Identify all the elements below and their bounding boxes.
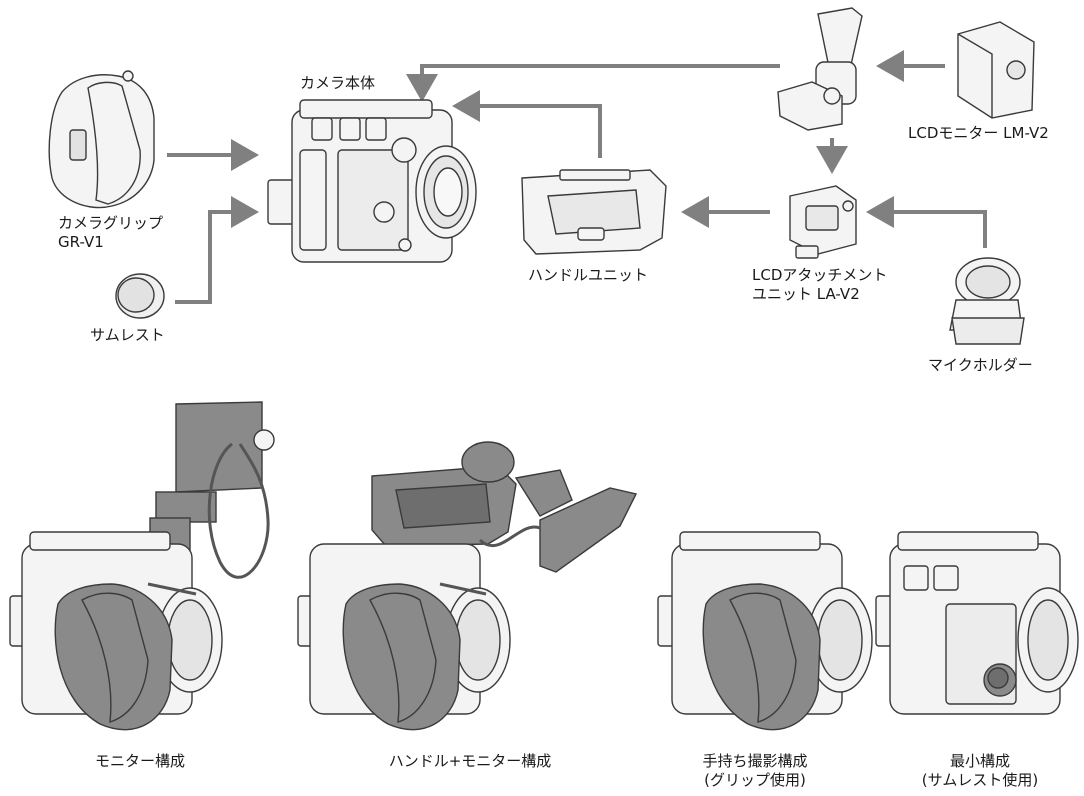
handle-unit-label: ハンドルユニット xyxy=(528,266,649,284)
handle-unit-illustration xyxy=(521,169,667,255)
config-handheld-illustration xyxy=(657,531,873,731)
config-caption-handheld: 手持ち撮影構成 xyxy=(702,752,808,770)
arrow-mic-to-attachment xyxy=(866,196,987,248)
config-caption-monitor: モニター構成 xyxy=(94,752,185,770)
flow-arrows xyxy=(167,50,987,304)
arrow-monitor-mount-to-body xyxy=(406,64,780,102)
config-monitor-illustration xyxy=(9,401,275,731)
lcd-attachment-label: LCDアタッチメント xyxy=(752,266,888,284)
config-minimum-illustration xyxy=(875,531,1079,715)
lcd-attachment-illustration xyxy=(789,185,857,259)
lcd-attachment-model: ユニット LA-V2 xyxy=(752,285,860,303)
config-caption-handheld-note: (グリップ使用) xyxy=(704,771,806,789)
camera-grip-label: カメラグリップ xyxy=(58,214,164,232)
mic-holder-illustration xyxy=(949,257,1025,345)
camera-grip-illustration xyxy=(48,70,155,209)
thumb-rest-illustration xyxy=(115,273,165,319)
config-caption-minimum-note: (サムレスト使用) xyxy=(921,771,1039,789)
config-handle-monitor-illustration xyxy=(297,441,638,731)
lcd-monitor-illustration xyxy=(957,21,1035,119)
monitor-mount-illustration xyxy=(777,7,863,131)
camera-body-illustration xyxy=(267,99,477,263)
arrow-thumbrest-to-body xyxy=(175,196,259,304)
config-caption-minimum: 最小構成 xyxy=(949,752,1010,770)
lcd-monitor-label: LCDモニター LM-V2 xyxy=(908,124,1049,142)
thumb-rest-label: サムレスト xyxy=(90,326,165,344)
config-caption-handle-monitor: ハンドル+モニター構成 xyxy=(388,752,552,770)
camera-body-label: カメラ本体 xyxy=(300,74,376,92)
mic-holder-label: マイクホルダー xyxy=(928,356,1033,374)
camera-grip-model: GR-V1 xyxy=(58,233,104,251)
arrow-handle-to-body xyxy=(452,90,602,158)
